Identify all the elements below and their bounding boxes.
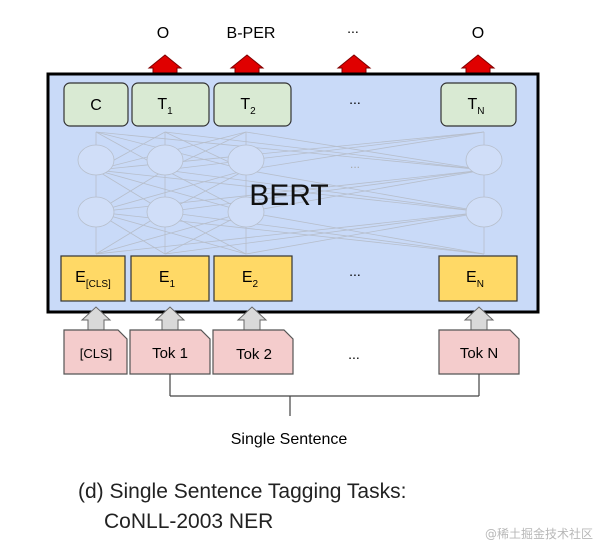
token-n-label: Tok N (460, 345, 498, 362)
token-box-n (438, 329, 520, 375)
gray-up-arrow-1 (154, 306, 186, 331)
c-label: C (90, 97, 102, 114)
tn-box (440, 82, 517, 127)
token-box-cls (63, 329, 128, 375)
caption-line-2: CoNLL-2003 NER (104, 510, 274, 533)
token-2-label: Tok 2 (236, 346, 272, 363)
t1-box (131, 82, 210, 127)
embed-row-dots: ... (349, 263, 361, 279)
sentence-bracket (169, 374, 480, 416)
e1-box (130, 255, 210, 302)
input-label: Single Sentence (231, 431, 348, 448)
en-label: EN (466, 269, 484, 290)
e2-subscript: 2 (253, 279, 259, 290)
token-box-1 (129, 329, 211, 375)
e1-label: E1 (159, 269, 176, 290)
output-dots: ... (347, 20, 359, 36)
output-label-bper: B-PER (227, 25, 276, 42)
token-row (63, 329, 520, 375)
e2-box (213, 255, 293, 302)
embedding-row: E[CLS] E1 E2 ... EN (60, 255, 518, 302)
output-token-row: C T1 T2 ... TN (63, 82, 517, 127)
e-cls-main: E (75, 269, 86, 286)
watermark: @稀土掘金技术社区 (484, 527, 593, 541)
hidden-network (77, 131, 503, 255)
t2-label: T2 (240, 96, 256, 117)
en-main: E (466, 269, 477, 286)
t2-box (213, 82, 292, 127)
tn-main: T (467, 96, 477, 113)
token-1-label: Tok 1 (152, 345, 188, 362)
en-box (438, 255, 518, 302)
e1-main: E (159, 269, 170, 286)
en-subscript: N (477, 279, 484, 290)
hidden-dots: ... (350, 157, 360, 171)
bert-label: BERT (249, 179, 328, 212)
e2-main: E (242, 269, 253, 286)
t2-subscript: 2 (250, 106, 256, 117)
gray-up-arrow-cls (80, 306, 112, 331)
token-box-2 (212, 329, 294, 375)
gray-up-arrow-n (463, 306, 495, 331)
gray-up-arrow-2 (236, 306, 268, 331)
e-cls-box (60, 255, 126, 302)
tn-subscript: N (477, 106, 484, 117)
e1-subscript: 1 (170, 279, 176, 290)
e-cls-label: E[CLS] (75, 269, 111, 290)
t1-subscript: 1 (167, 106, 173, 117)
output-label-o1: O (157, 25, 169, 42)
output-arrows (147, 54, 496, 79)
t2-main: T (240, 96, 250, 113)
e-cls-subscript: [CLS] (86, 279, 111, 290)
c-box (63, 82, 129, 127)
output-label-o3: O (472, 25, 484, 42)
input-arrows (80, 306, 495, 331)
tn-label: TN (467, 96, 484, 117)
token-row-dots: ... (348, 346, 360, 362)
caption-line-1: (d) Single Sentence Tagging Tasks: (78, 480, 407, 503)
top-row-dots: ... (349, 91, 361, 107)
t1-label: T1 (157, 96, 173, 117)
token-cls-label: [CLS] (80, 346, 113, 361)
e2-label: E2 (242, 269, 259, 290)
t1-main: T (157, 96, 167, 113)
